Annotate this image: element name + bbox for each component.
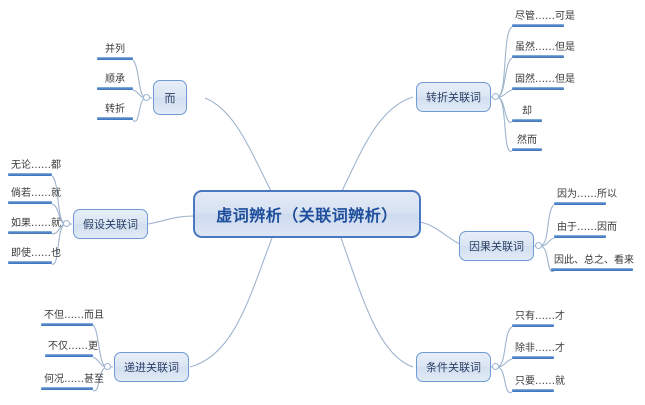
leaf-label: 由于……因而 [557,222,617,233]
leaf-label: 不仅……更 [48,341,98,352]
leaf-label: 无论……都 [11,160,61,171]
leaf-label: 尽管……可是 [515,11,575,22]
leaf-underline [512,356,554,359]
leaf-item[interactable]: 倘若……就 [8,188,61,204]
leaf-item[interactable]: 由于……因而 [554,222,617,238]
leaf-item[interactable]: 顺承 [97,74,133,90]
leaf-item[interactable]: 如果……就 [8,218,61,234]
collapse-dot-zhuanzhe[interactable] [492,93,499,100]
leaf-underline [512,324,554,327]
leaf-underline [97,57,133,60]
leaf-item[interactable]: 尽管……可是 [512,11,575,27]
branch-label-er: 而 [164,91,176,105]
leaf-item[interactable]: 除非……才 [512,343,565,359]
leaf-underline [512,389,554,392]
leaf-item[interactable]: 无论……都 [8,160,61,176]
leaf-item[interactable]: 并列 [97,44,133,60]
leaf-underline [41,323,93,326]
leaf-item[interactable]: 虽然……但是 [512,42,575,58]
branch-label-tiaojian: 条件关联词 [426,361,481,374]
leaf-item[interactable]: 因为……所以 [554,189,617,205]
branch-node-yinguo[interactable]: 因果关联词 [459,231,534,261]
leaf-label: 转折 [105,104,125,115]
leaf-underline [45,354,93,357]
leaf-label: 何况……甚至 [44,374,104,385]
leaf-label: 不但……而且 [44,310,104,321]
leaf-label: 虽然……但是 [515,42,575,53]
leaf-label: 然而 [517,135,537,146]
leaf-label: 因此、总之、看来 [554,255,634,266]
leaf-item[interactable]: 何况……甚至 [41,374,104,390]
leaf-item[interactable]: 转折 [97,104,133,120]
branch-node-dijin[interactable]: 递进关联词 [114,352,189,382]
root-node[interactable]: 虚词辨析（关联词辨析） [193,190,421,238]
leaf-underline [554,202,606,205]
branch-label-yinguo: 因果关联词 [469,240,524,253]
branch-label-zhuanzhe: 转折关联词 [426,91,481,104]
leaf-label: 即使……也 [11,248,61,259]
branch-node-er[interactable]: 而 [153,80,187,115]
leaf-label: 只要……就 [515,376,565,387]
leaf-item[interactable]: 因此、总之、看来 [551,255,634,271]
collapse-dot-yinguo[interactable] [535,242,542,249]
leaf-label: 顺承 [105,74,125,85]
leaf-underline [551,268,633,271]
leaf-item[interactable]: 却 [512,106,542,122]
collapse-dot-dijin[interactable] [104,363,111,370]
leaf-underline [8,201,52,204]
leaf-underline [512,55,564,58]
leaf-underline [554,235,606,238]
leaf-item[interactable]: 只要……就 [512,376,565,392]
branch-label-dijin: 递进关联词 [124,361,179,374]
branch-node-zhuanzhe[interactable]: 转折关联词 [416,82,491,112]
leaf-label: 因为……所以 [557,189,617,200]
branch-node-tiaojian[interactable]: 条件关联词 [416,352,491,382]
leaf-underline [41,387,93,390]
leaf-item[interactable]: 即使……也 [8,248,61,264]
leaf-label: 除非……才 [515,343,565,354]
leaf-item[interactable]: 不但……而且 [41,310,104,326]
leaf-underline [512,148,542,151]
branch-label-jiashe: 假设关联词 [83,218,138,231]
leaf-underline [97,117,133,120]
leaf-label: 却 [522,106,532,117]
leaf-label: 固然……但是 [515,74,575,85]
leaf-label: 并列 [105,44,125,55]
leaf-underline [512,119,542,122]
leaf-item[interactable]: 不仅……更 [45,341,98,357]
root-node-label: 虚词辨析（关联词辨析） [216,206,398,225]
leaf-underline [8,173,52,176]
leaf-label: 只有……才 [515,311,565,322]
leaf-underline [97,87,133,90]
collapse-dot-er[interactable] [143,94,150,101]
leaf-underline [512,87,564,90]
leaf-underline [512,24,564,27]
branch-node-jiashe[interactable]: 假设关联词 [73,209,148,239]
leaf-underline [8,231,52,234]
leaf-label: 倘若……就 [11,188,61,199]
leaf-underline [8,261,52,264]
leaf-label: 如果……就 [11,218,61,229]
leaf-item[interactable]: 只有……才 [512,311,565,327]
leaf-item[interactable]: 固然……但是 [512,74,575,90]
collapse-dot-jiashe[interactable] [63,220,70,227]
collapse-dot-tiaojian[interactable] [492,363,499,370]
leaf-item[interactable]: 然而 [512,135,542,151]
